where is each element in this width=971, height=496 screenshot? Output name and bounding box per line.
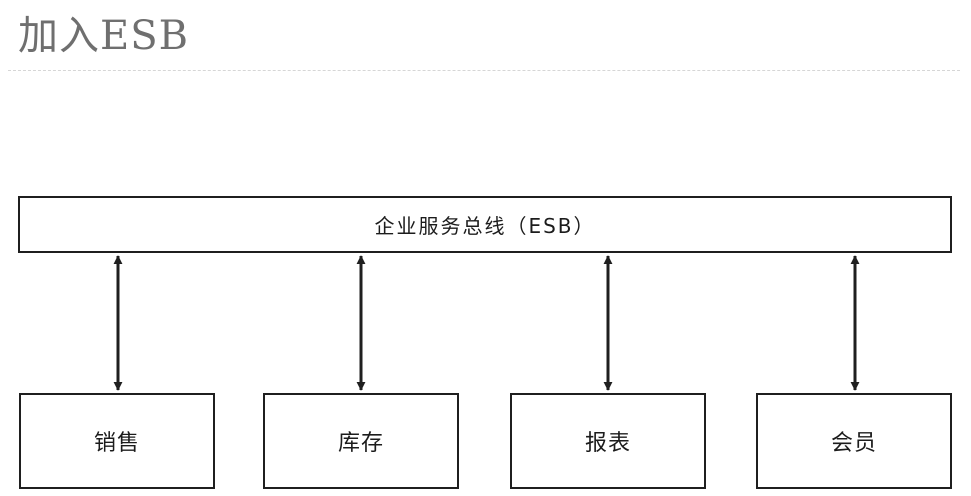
esb-bus-box: 企业服务总线（ESB） <box>18 196 952 253</box>
module-box-sales: 销售 <box>19 393 215 489</box>
module-label: 报表 <box>584 431 631 456</box>
title-divider <box>8 70 960 71</box>
page-title: 加入ESB <box>18 13 189 59</box>
module-box-inventory: 库存 <box>263 393 459 489</box>
module-label: 会员 <box>830 431 877 456</box>
module-label: 销售 <box>93 431 140 456</box>
module-box-reports: 报表 <box>510 393 706 489</box>
module-box-members: 会员 <box>756 393 952 489</box>
module-label: 库存 <box>337 431 384 456</box>
esb-bus-label: 企业服务总线（ESB） <box>374 214 596 238</box>
